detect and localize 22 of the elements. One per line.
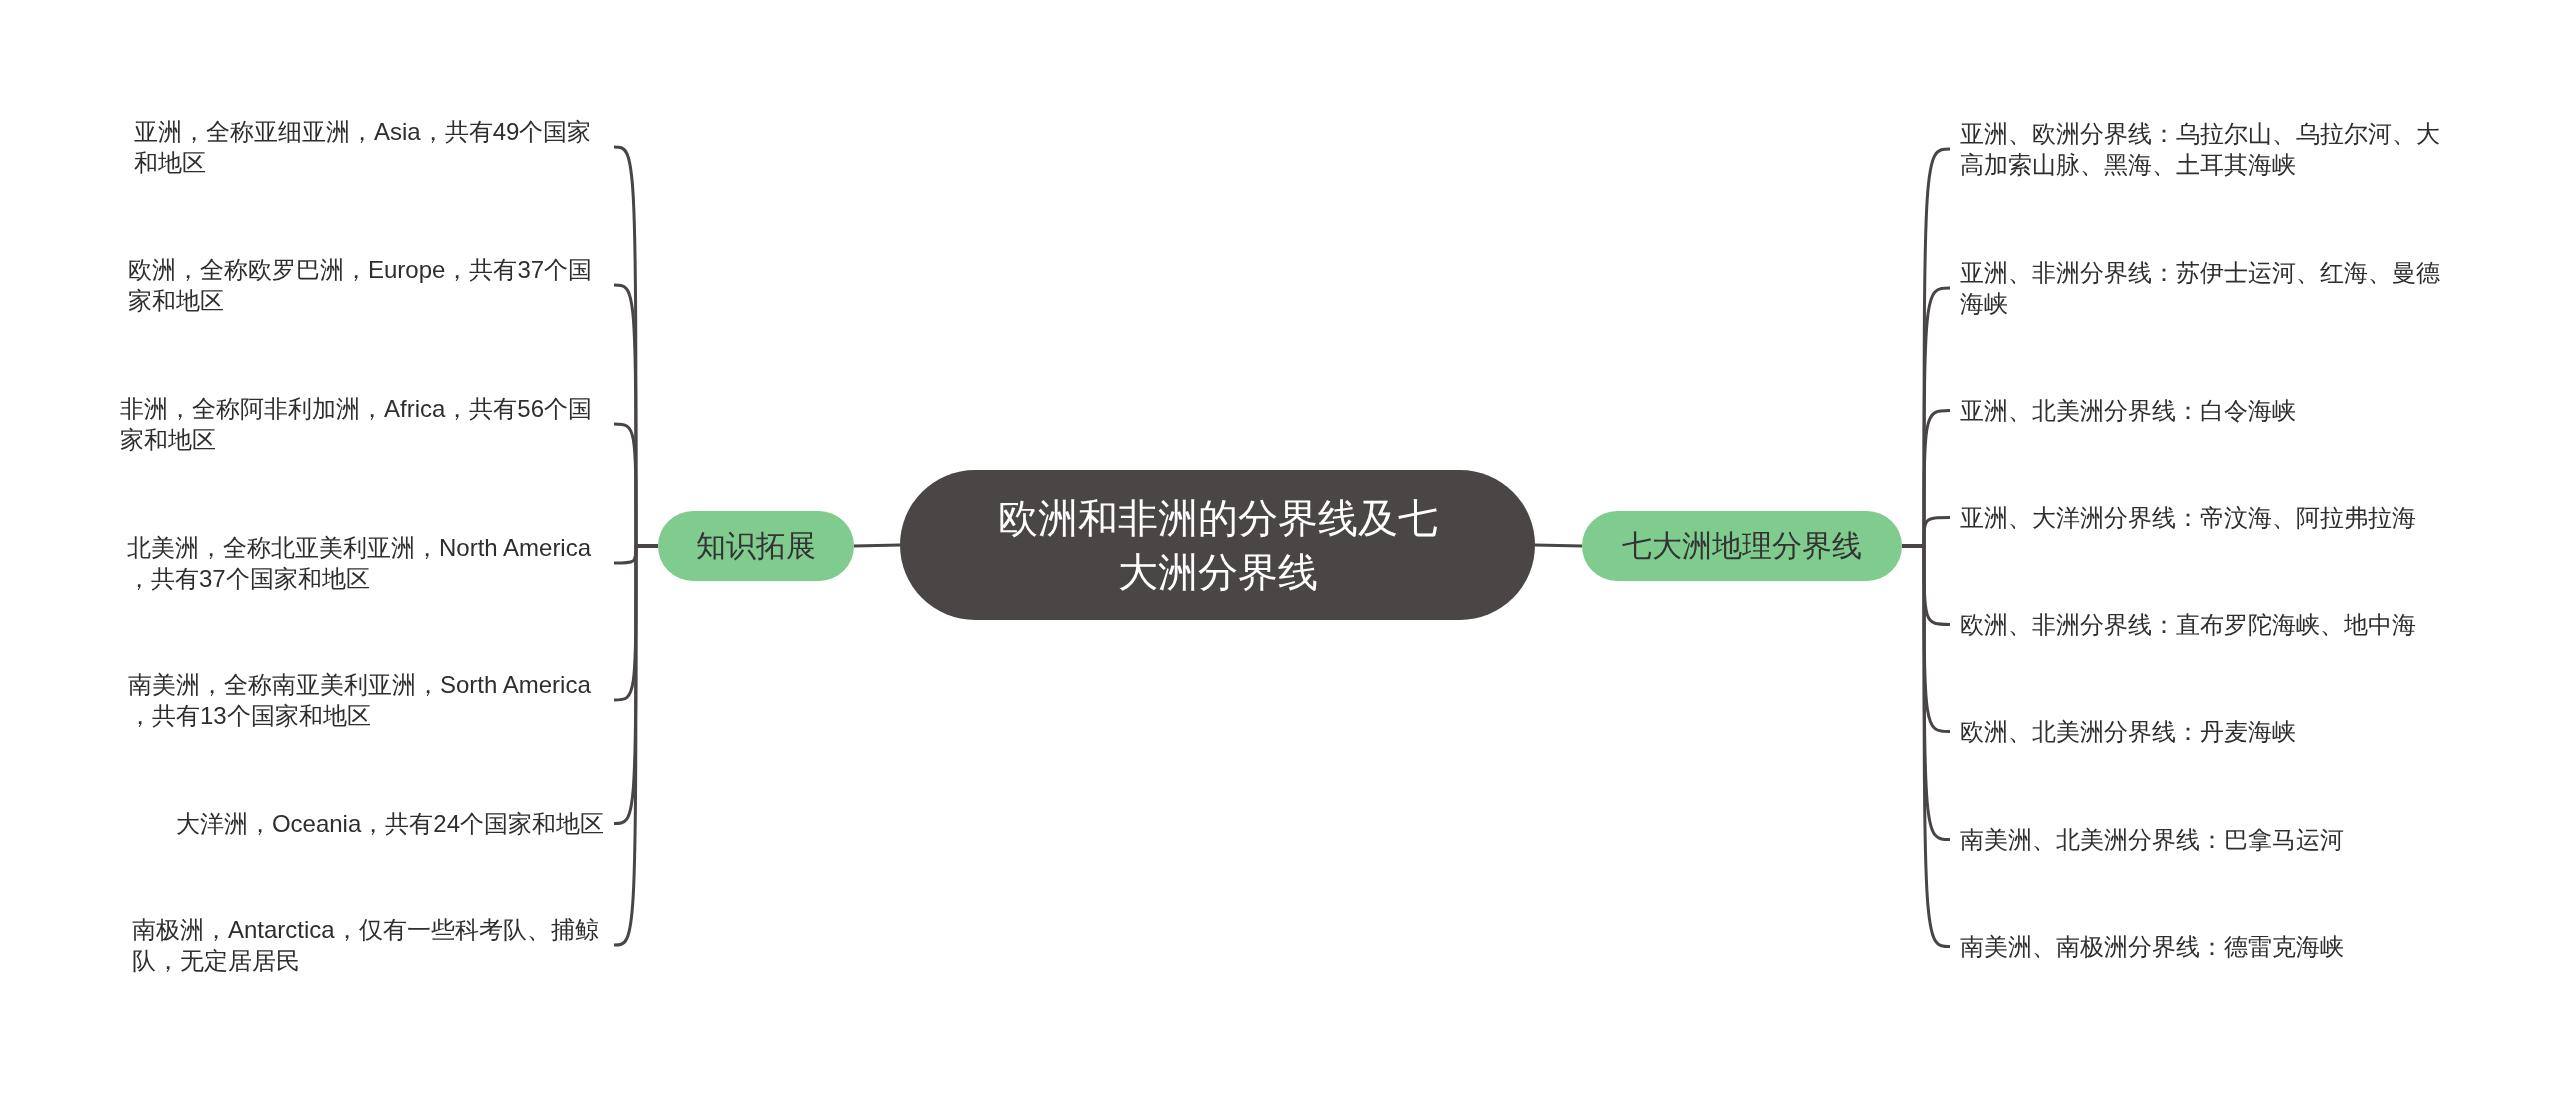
- connector-line: [853, 543, 901, 548]
- leaf-text: 南极洲，Antarctica，仅有一些科考队、捕鲸队，无定居居民: [132, 914, 614, 976]
- connector-line: [1902, 544, 1951, 948]
- leaf-text: 欧洲、北美洲分界线：丹麦海峡: [1950, 716, 2296, 747]
- leaf-text: 非洲，全称阿非利加洲，Africa，共有56个国家和地区: [120, 393, 614, 455]
- leaf-text: 南美洲、北美洲分界线：巴拿马运河: [1950, 824, 2344, 855]
- leaf-text: 欧洲、非洲分界线：直布罗陀海峡、地中海: [1950, 609, 2416, 640]
- leaf-text: 亚洲、非洲分界线：苏伊士运河、红海、曼德海峡: [1950, 257, 2452, 319]
- leaf-text: 北美洲，全称北亚美利亚洲，North America，共有37个国家和地区: [127, 532, 614, 594]
- connector-line: [1534, 543, 1583, 548]
- subtopic-pill: 七大洲地理分界线: [1582, 511, 1902, 581]
- leaf-text: 亚洲、大洋洲分界线：帝汶海、阿拉弗拉海: [1950, 502, 2416, 533]
- leaf-text: 南美洲、南极洲分界线：德雷克海峡: [1950, 931, 2344, 962]
- leaf-text: 南美洲，全称南亚美利亚洲，Sorth America，共有13个国家和地区: [128, 669, 614, 731]
- leaf-text: 亚洲、欧洲分界线：乌拉尔山、乌拉尔河、大高加索山脉、黑海、土耳其海峡: [1950, 118, 2452, 180]
- subtopic-pill: 知识拓展: [658, 511, 854, 581]
- connector-line: [613, 544, 658, 947]
- leaf-text: 大洋洲，Oceania，共有24个国家和地区: [175, 808, 614, 839]
- leaf-text: 欧洲，全称欧罗巴洲，Europe，共有37个国家和地区: [128, 254, 614, 316]
- leaf-text: 亚洲，全称亚细亚洲，Asia，共有49个国家和地区: [134, 116, 614, 178]
- central-topic: 欧洲和非洲的分界线及七大洲分界线: [900, 470, 1535, 620]
- leaf-text: 亚洲、北美洲分界线：白令海峡: [1950, 395, 2296, 426]
